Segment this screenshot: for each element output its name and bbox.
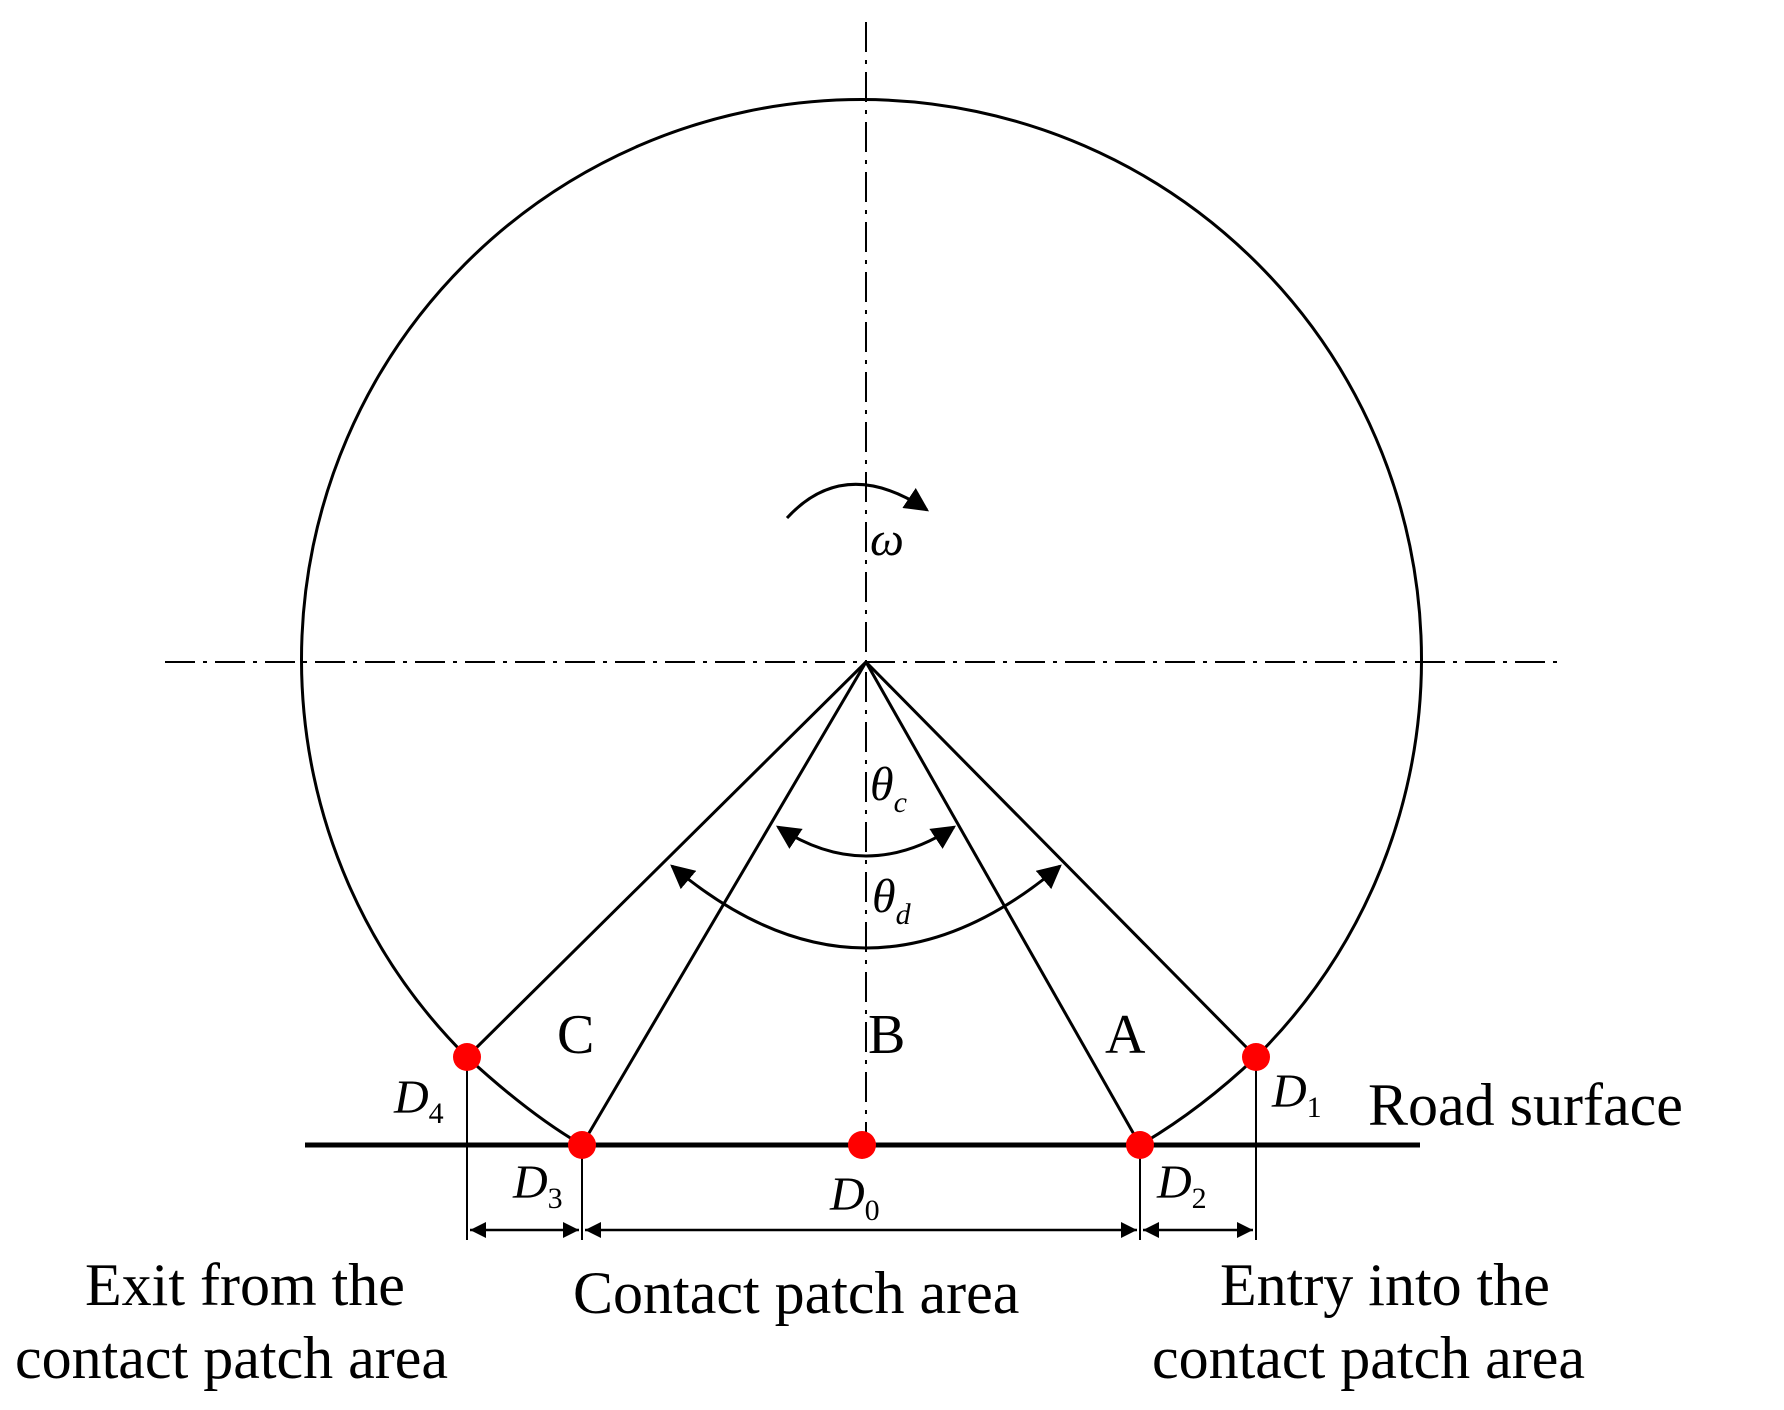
point-d0 bbox=[848, 1131, 876, 1159]
exit-arc bbox=[465, 1055, 583, 1147]
tire-outline bbox=[300, 98, 1423, 1059]
point-d2 bbox=[1126, 1131, 1154, 1159]
theta-c-arc bbox=[775, 825, 957, 858]
exit-label-line2: contact patch area bbox=[15, 1325, 448, 1391]
entry-arc bbox=[1139, 1055, 1258, 1147]
d1-label: D1 bbox=[1271, 1065, 1322, 1124]
radius-to-d2 bbox=[864, 661, 1142, 1146]
radius-to-d1 bbox=[864, 660, 1258, 1059]
d2-label: D2 bbox=[1156, 1156, 1207, 1215]
region-a-label: A bbox=[1105, 1004, 1146, 1066]
exit-label-line1: Exit from the bbox=[85, 1252, 405, 1318]
d4-label: D4 bbox=[393, 1071, 444, 1130]
radius-to-d4 bbox=[465, 660, 868, 1059]
point-d4 bbox=[453, 1043, 481, 1071]
region-c-label: C bbox=[557, 1004, 594, 1066]
point-d3 bbox=[568, 1131, 596, 1159]
theta-d-arc bbox=[670, 864, 1062, 950]
entry-label-line2: contact patch area bbox=[1152, 1325, 1585, 1391]
point-d1 bbox=[1242, 1043, 1270, 1071]
omega-label: ω bbox=[870, 513, 904, 566]
theta-c-label: θc bbox=[870, 758, 907, 819]
d3-label: D3 bbox=[512, 1156, 563, 1215]
road-surface-label: Road surface bbox=[1368, 1072, 1683, 1138]
d0-label: D0 bbox=[829, 1168, 880, 1227]
rotation-arrow bbox=[785, 483, 929, 520]
entry-label-line1: Entry into the bbox=[1220, 1252, 1550, 1318]
theta-d-label: θd bbox=[872, 870, 912, 931]
region-b-label: B bbox=[868, 1004, 905, 1066]
contact-patch-label: Contact patch area bbox=[573, 1260, 1019, 1326]
